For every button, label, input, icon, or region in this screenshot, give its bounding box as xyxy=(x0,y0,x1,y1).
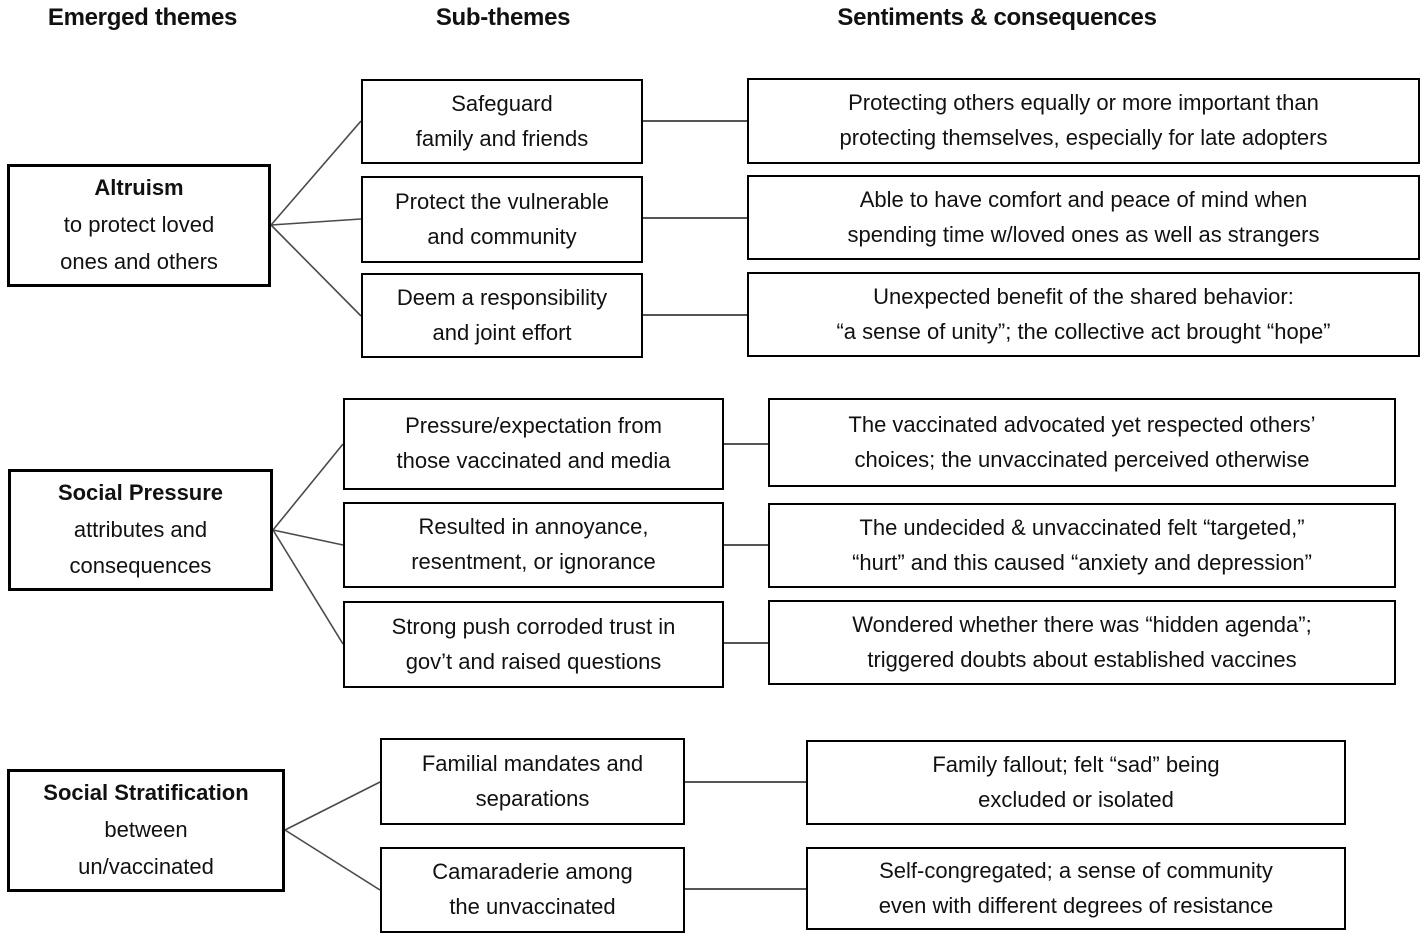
subtheme-text: Protect the vulnerable and community xyxy=(394,188,610,249)
sentiment-box-advocated-respected: The vaccinated advocated yet respected o… xyxy=(768,398,1396,487)
subtheme-text: Familial mandates and separations xyxy=(421,750,644,811)
subtheme-box-annoyance: Resulted in annoyance, resentment, or ig… xyxy=(343,502,724,588)
sentiment-text: Protecting others equally or more import… xyxy=(839,90,1328,150)
sentiment-box-comfort-peace: Able to have comfort and peace of mind w… xyxy=(747,175,1420,260)
sentiment-text: Able to have comfort and peace of mind w… xyxy=(847,186,1320,247)
subtheme-box-safeguard: Safeguard family and friends xyxy=(361,79,643,164)
sentiment-box-felt-targeted: The undecided & unvaccinated felt “targe… xyxy=(768,503,1396,588)
theme-subtitle: between un/vaccinated xyxy=(78,817,214,879)
column-header-emerged-themes: Emerged themes xyxy=(47,4,238,31)
theme-box-social-stratification: Social Stratification between un/vaccina… xyxy=(7,769,285,892)
subtheme-box-pressure-expectation: Pressure/expectation from those vaccinat… xyxy=(343,398,724,490)
column-header-sub-themes: Sub-themes xyxy=(435,4,571,31)
column-header-sentiments: Sentiments & consequences xyxy=(837,4,1157,31)
theme-title: Altruism xyxy=(94,175,184,201)
sentiment-text: Unexpected benefit of the shared behavio… xyxy=(836,283,1331,344)
sentiment-box-sense-of-unity: Unexpected benefit of the shared behavio… xyxy=(747,272,1420,357)
subtheme-box-protect-vulnerable: Protect the vulnerable and community xyxy=(361,176,643,263)
theme-subtitle: attributes and consequences xyxy=(69,516,212,579)
subtheme-text: Camaraderie among the unvaccinated xyxy=(432,859,633,919)
sentiment-box-family-fallout: Family fallout; felt “sad” being exclude… xyxy=(806,740,1346,825)
subtheme-text: Pressure/expectation from those vaccinat… xyxy=(396,413,671,473)
subtheme-box-camaraderie: Camaraderie among the unvaccinated xyxy=(380,847,685,933)
subtheme-text: Resulted in annoyance, resentment, or ig… xyxy=(411,514,656,574)
theme-box-social-pressure: Social Pressure attributes and consequen… xyxy=(8,469,273,591)
subtheme-box-familial-mandates: Familial mandates and separations xyxy=(380,738,685,825)
subtheme-box-responsibility: Deem a responsibility and joint effort xyxy=(361,273,643,358)
theme-title: Social Pressure xyxy=(57,479,224,505)
sentiment-box-protecting-others: Protecting others equally or more import… xyxy=(747,78,1420,164)
theme-subtitle: to protect loved ones and others xyxy=(60,212,218,274)
subtheme-text: Safeguard family and friends xyxy=(415,90,589,151)
sentiment-text: The vaccinated advocated yet respected o… xyxy=(848,411,1316,472)
subtheme-box-corroded-trust: Strong push corroded trust in gov’t and … xyxy=(343,601,724,688)
sentiment-text: Wondered whether there was “hidden agend… xyxy=(852,611,1312,672)
theme-title: Social Stratification xyxy=(43,780,249,806)
sentiment-text: Family fallout; felt “sad” being exclude… xyxy=(932,751,1220,812)
subtheme-text: Strong push corroded trust in gov’t and … xyxy=(391,613,676,674)
sentiment-text: Self-congregated; a sense of community e… xyxy=(878,857,1274,918)
sentiment-box-self-congregated: Self-congregated; a sense of community e… xyxy=(806,847,1346,930)
theme-box-altruism: Altruism to protect loved ones and other… xyxy=(7,164,271,287)
sentiment-box-hidden-agenda: Wondered whether there was “hidden agend… xyxy=(768,600,1396,685)
subtheme-text: Deem a responsibility and joint effort xyxy=(396,284,608,345)
sentiment-text: The undecided & unvaccinated felt “targe… xyxy=(852,514,1312,575)
